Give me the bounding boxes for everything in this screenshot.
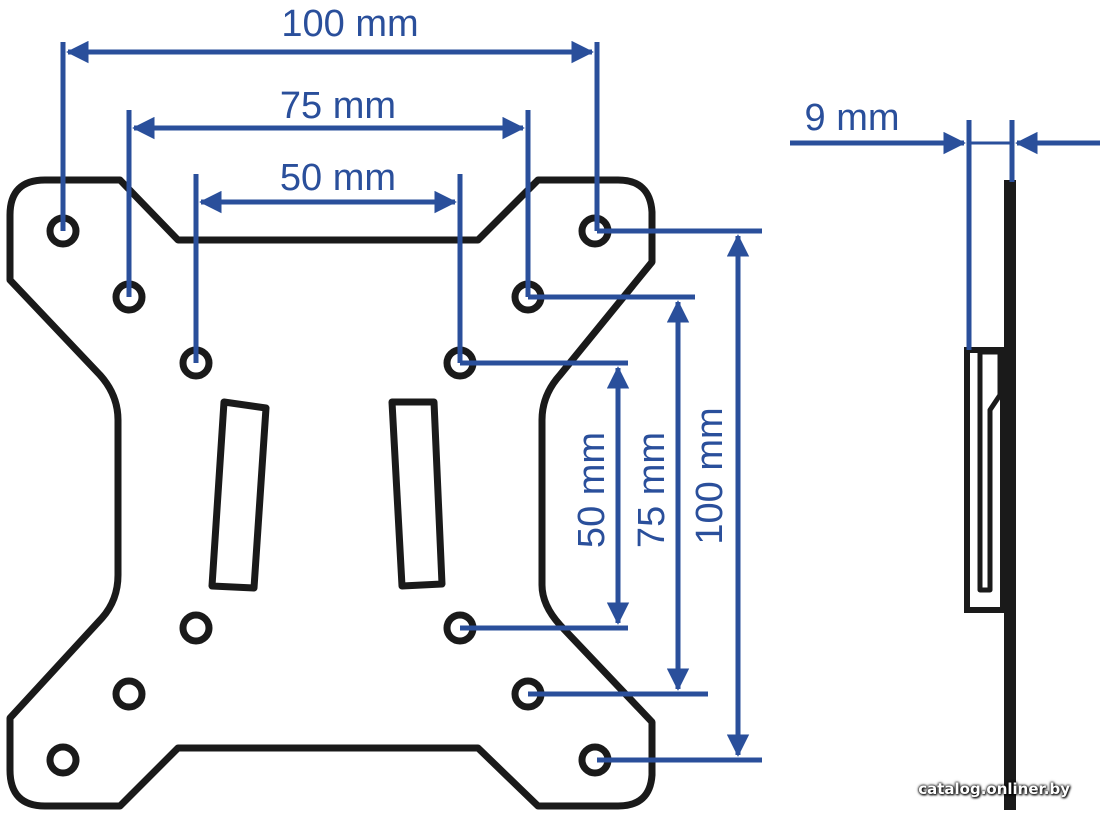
mount-plate-outline <box>6 176 656 810</box>
thickness-dimension <box>790 120 1100 350</box>
mounting-holes <box>46 214 612 777</box>
label-v100: 100 mm <box>689 407 731 544</box>
label-h75: 75 mm <box>280 85 396 127</box>
label-v50: 50 mm <box>571 432 613 548</box>
side-view <box>964 180 1016 810</box>
label-h100: 100 mm <box>281 3 418 45</box>
horizontal-dimensions <box>60 40 600 363</box>
label-thickness: 9 mm <box>805 97 900 139</box>
label-v75: 75 mm <box>631 432 673 548</box>
side-plate <box>1004 180 1016 810</box>
hole-50-bottom-left <box>179 611 213 645</box>
hole-100-bottom-left <box>46 743 80 777</box>
hole-75-bottom-left <box>112 677 146 711</box>
right-slot <box>388 398 446 590</box>
left-slot <box>208 398 270 592</box>
vertical-dimensions <box>460 228 762 763</box>
watermark: catalog.onliner.by <box>918 780 1070 798</box>
label-h50: 50 mm <box>280 157 396 199</box>
